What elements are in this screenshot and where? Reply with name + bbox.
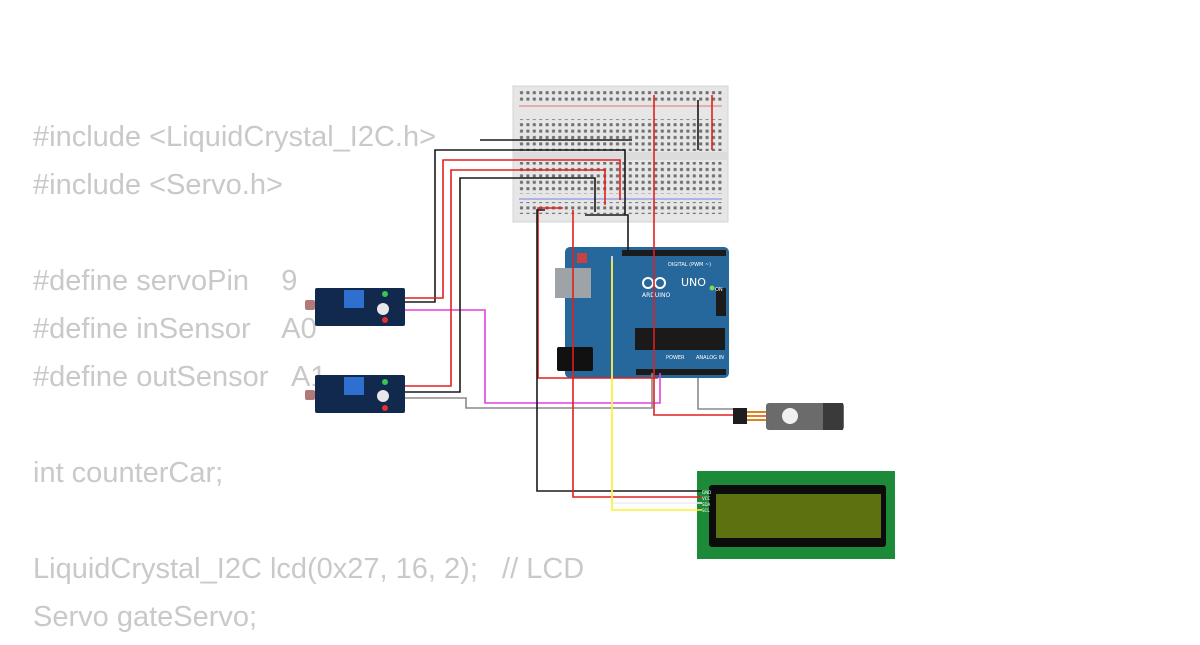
wire-red — [537, 207, 658, 379]
code-line: #define inSensor A0 — [33, 313, 317, 345]
potentiometer — [344, 377, 364, 395]
lcd-screen — [716, 494, 881, 538]
arduino-uno-board: UNO ARDUINO DIGITAL (PWM ~) POWER ANALOG… — [555, 247, 729, 378]
potentiometer — [344, 290, 364, 308]
wire-black — [405, 149, 626, 303]
code-line: #include <LiquidCrystal_I2C.h> — [33, 121, 437, 153]
wire-yellow — [611, 260, 702, 511]
lcd-pin-label: GND — [702, 490, 711, 495]
wire-gray — [697, 378, 733, 410]
wire-red — [653, 373, 733, 416]
wire-red — [405, 159, 621, 299]
uno-label: UNO — [681, 276, 706, 289]
wire-magenta — [405, 309, 661, 404]
lcd-display: GND VCC SDA SCL — [697, 471, 895, 559]
code-line: Servo gateServo; — [33, 601, 258, 633]
atmega-chip — [635, 328, 725, 350]
digital-label: DIGITAL (PWM ~) — [668, 262, 711, 268]
arduino-brand-label: ARDUINO — [642, 292, 671, 299]
reset-button — [577, 253, 587, 263]
wire-red — [572, 210, 702, 498]
power-analog-header — [636, 369, 726, 375]
code-line: #include <Servo.h> — [33, 169, 283, 201]
code-line: #define outSensor A1 — [33, 361, 327, 393]
analog-label: ANALOG IN — [696, 355, 724, 361]
lcd-pin-label: VCC — [702, 496, 711, 501]
wire-black — [536, 209, 702, 492]
circuit-diagram: UNO ARDUINO DIGITAL (PWM ~) POWER ANALOG… — [305, 85, 895, 559]
wire-red — [405, 169, 606, 387]
wire-black — [405, 177, 596, 393]
ir-sensor-out — [305, 375, 405, 413]
code-listing: #include <LiquidCrystal_I2C.h> #include <… — [33, 117, 584, 645]
servo-motor — [733, 403, 844, 430]
wires — [405, 95, 733, 511]
on-label: ON — [715, 287, 723, 293]
wire-black — [585, 214, 629, 250]
power-label: POWER — [666, 355, 685, 361]
code-line: int counterCar; — [33, 457, 224, 489]
lcd-pin-label: SDA — [702, 502, 711, 507]
code-line: LiquidCrystal_I2C lcd(0x27, 16, 2); // L… — [33, 553, 585, 585]
lcd-pin-label: SCL — [702, 508, 710, 513]
code-line: #define servoPin 9 — [33, 265, 298, 297]
digital-header — [622, 250, 726, 256]
ir-sensor-in — [305, 288, 405, 326]
wire-gray — [405, 373, 653, 409]
power-jack — [557, 347, 593, 371]
breadboard — [512, 85, 729, 223]
